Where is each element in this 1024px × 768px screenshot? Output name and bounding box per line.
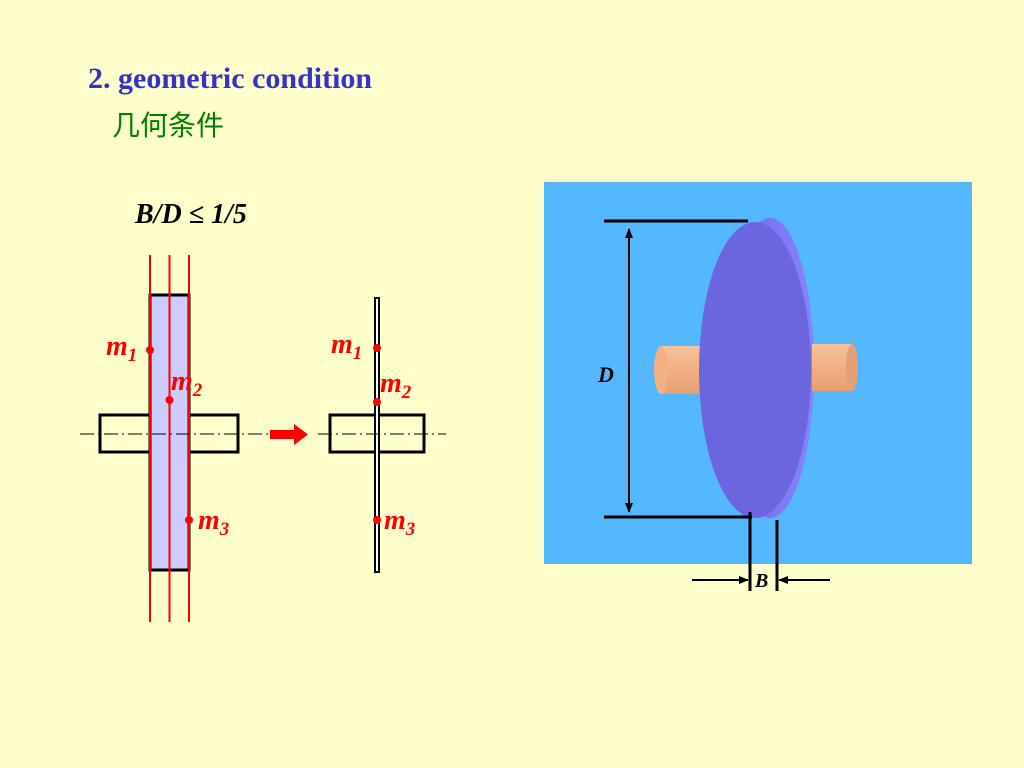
- mass-point-m1: [373, 344, 381, 352]
- mass-point-m3: [373, 516, 381, 524]
- mass-label-m1: m1: [106, 331, 137, 366]
- thick-disk-diagram: m1 m2 m3: [80, 255, 270, 622]
- mass-label-m3: m3: [384, 505, 415, 540]
- page-title: 2. geometric condition: [88, 62, 373, 95]
- mass-label-m3: m3: [198, 505, 229, 540]
- shaft-right-end: [846, 344, 858, 391]
- right-arrow-icon: [270, 424, 308, 445]
- mass-label-m2: m2: [380, 368, 412, 403]
- thin-disk-diagram: m1 m2 m3: [318, 297, 446, 573]
- mass-point-m2: [165, 396, 174, 404]
- disk-face: [699, 222, 811, 518]
- formula-text: B/D ≤ 1/5: [134, 199, 247, 230]
- dim-b: B: [692, 512, 830, 592]
- dim-d-label: D: [597, 362, 614, 387]
- rotor-3d-illustration: D: [544, 182, 972, 564]
- mass-label-m2: m2: [171, 366, 203, 401]
- shaft-left-end: [654, 346, 668, 394]
- mass-point-m3: [185, 516, 193, 524]
- mass-point-m2: [373, 398, 381, 406]
- mass-label-m1: m1: [331, 329, 362, 364]
- mass-point-m1: [146, 346, 154, 354]
- page-subtitle: 几何条件: [112, 111, 225, 142]
- dim-b-label: B: [754, 570, 768, 592]
- shaft-right: [812, 344, 852, 391]
- thin-disk: [374, 297, 380, 573]
